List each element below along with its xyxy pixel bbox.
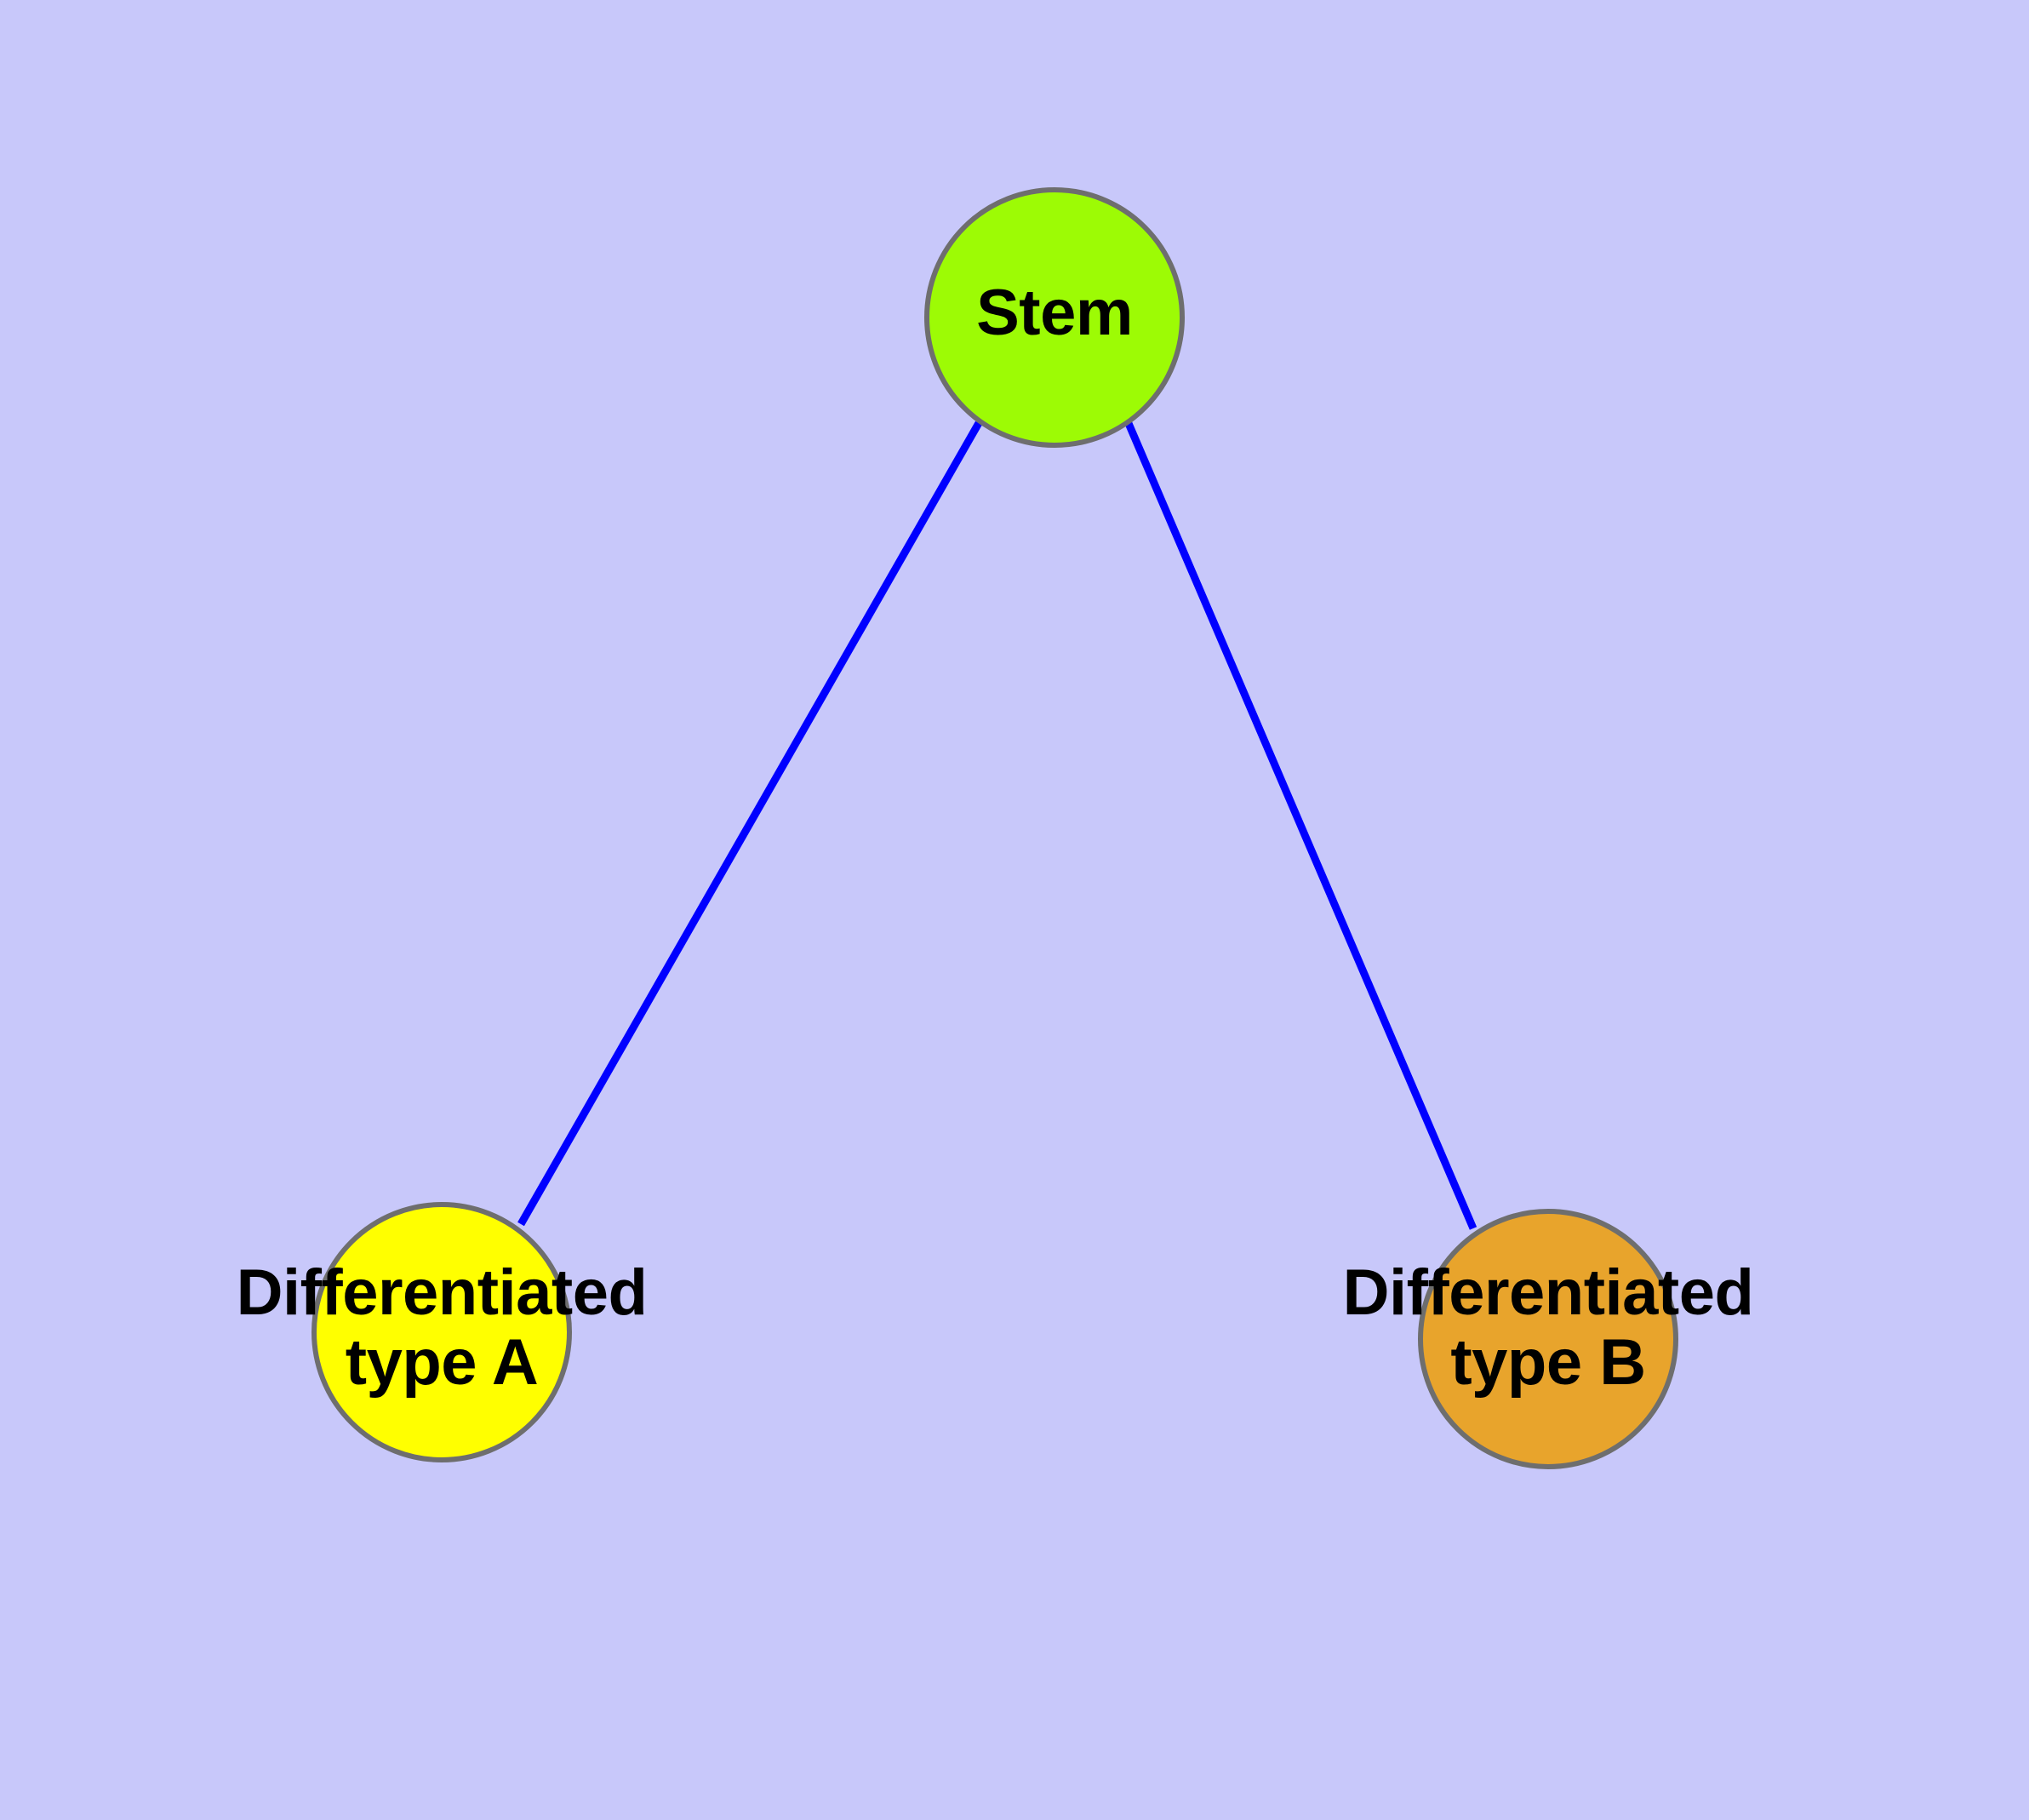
node-label-differentiated-type-a: Differentiated type A bbox=[236, 1256, 648, 1399]
edge-stem-to-differentiated-type-a bbox=[517, 421, 982, 1227]
node-stem[interactable] bbox=[924, 187, 1185, 448]
node-differentiated-type-a[interactable] bbox=[311, 1202, 572, 1462]
node-label-stem: Stem bbox=[976, 277, 1133, 349]
edge-stem-to-differentiated-type-b bbox=[1123, 420, 1477, 1230]
node-label-differentiated-type-b: Differentiated type B bbox=[1342, 1256, 1754, 1399]
node-differentiated-type-b[interactable] bbox=[1418, 1209, 1678, 1469]
